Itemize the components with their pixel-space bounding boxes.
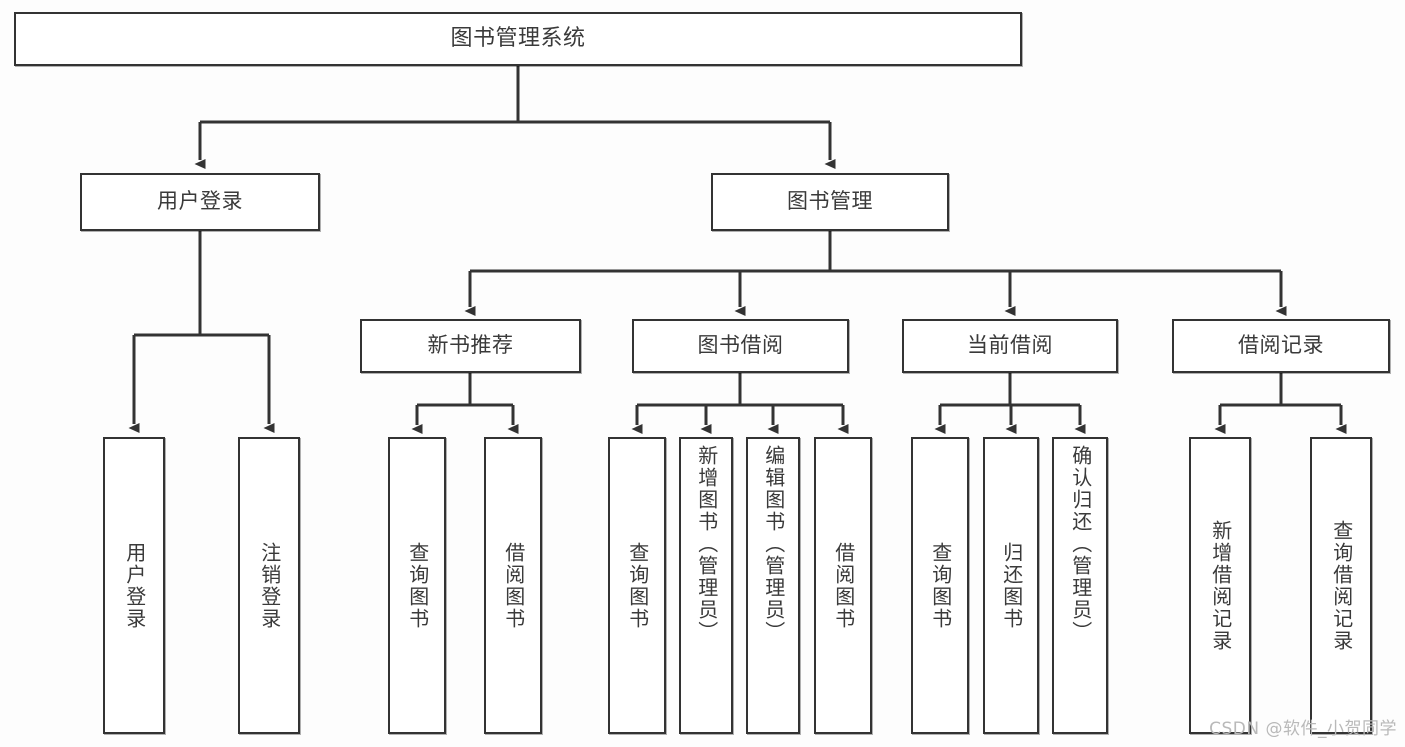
node-borrow-record-label: 借阅记录 bbox=[1238, 333, 1324, 358]
node-book-manage[interactable]: 图书管理 bbox=[711, 173, 949, 231]
node-leaf-add-record[interactable]: 新增借阅记录 bbox=[1189, 437, 1251, 734]
node-leaf-edit-book[interactable]: 编辑图书（管理员） bbox=[746, 437, 800, 734]
node-root-label: 图书管理系统 bbox=[450, 25, 586, 51]
node-root[interactable]: 图书管理系统 bbox=[14, 12, 1022, 66]
node-leaf-add-book[interactable]: 新增图书（管理员） bbox=[679, 437, 733, 734]
node-leaf-query-book-1[interactable]: 查询图书 bbox=[388, 437, 446, 734]
node-leaf-user-login[interactable]: 用户登录 bbox=[103, 437, 165, 734]
node-borrow-record[interactable]: 借阅记录 bbox=[1172, 319, 1390, 373]
node-leaf-borrow-book-2[interactable]: 借阅图书 bbox=[814, 437, 872, 734]
node-leaf-add-book-label: 新增图书（管理员） bbox=[694, 445, 719, 643]
node-leaf-query-book-3[interactable]: 查询图书 bbox=[911, 437, 969, 734]
node-leaf-query-book-3-label: 查询图书 bbox=[928, 541, 953, 630]
node-leaf-query-book-2-label: 查询图书 bbox=[625, 541, 650, 630]
node-leaf-return-book-label: 归还图书 bbox=[999, 541, 1024, 630]
node-new-book-recommend-label: 新书推荐 bbox=[427, 333, 514, 358]
csdn-watermark: CSDN @软件_小贺同学 bbox=[1209, 719, 1397, 739]
node-book-manage-label: 图书管理 bbox=[787, 189, 873, 214]
node-leaf-query-book-1-label: 查询图书 bbox=[405, 541, 430, 630]
node-leaf-confirm-return-label: 确认归还（管理员） bbox=[1068, 445, 1093, 643]
node-leaf-user-login-label: 用户登录 bbox=[122, 541, 147, 630]
node-book-borrow[interactable]: 图书借阅 bbox=[632, 319, 849, 373]
node-current-borrow[interactable]: 当前借阅 bbox=[902, 319, 1118, 373]
node-user-login[interactable]: 用户登录 bbox=[80, 173, 320, 231]
node-book-borrow-label: 图书借阅 bbox=[697, 333, 784, 358]
node-leaf-add-record-label: 新增借阅记录 bbox=[1208, 519, 1233, 652]
node-leaf-logout-label: 注销登录 bbox=[257, 541, 282, 630]
node-leaf-logout[interactable]: 注销登录 bbox=[238, 437, 300, 734]
node-leaf-borrow-book-1-label: 借阅图书 bbox=[501, 541, 526, 630]
node-leaf-edit-book-label: 编辑图书（管理员） bbox=[761, 445, 786, 643]
node-leaf-confirm-return[interactable]: 确认归还（管理员） bbox=[1052, 437, 1108, 734]
node-leaf-query-book-2[interactable]: 查询图书 bbox=[608, 437, 666, 734]
node-leaf-return-book[interactable]: 归还图书 bbox=[983, 437, 1039, 734]
node-current-borrow-label: 当前借阅 bbox=[967, 333, 1053, 358]
node-leaf-query-record[interactable]: 查询借阅记录 bbox=[1310, 437, 1372, 734]
node-leaf-query-record-label: 查询借阅记录 bbox=[1329, 519, 1354, 652]
node-leaf-borrow-book-1[interactable]: 借阅图书 bbox=[484, 437, 542, 734]
node-user-login-label: 用户登录 bbox=[157, 189, 243, 214]
node-leaf-borrow-book-2-label: 借阅图书 bbox=[831, 541, 856, 630]
node-new-book-recommend[interactable]: 新书推荐 bbox=[360, 319, 581, 373]
